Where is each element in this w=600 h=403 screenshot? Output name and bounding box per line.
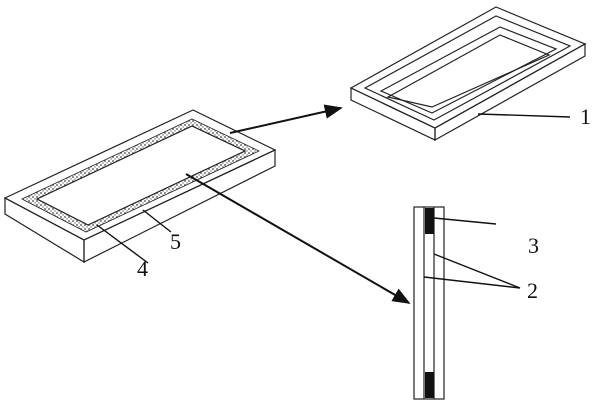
panel-right-side — [83, 149, 276, 263]
arrow-to-section — [185, 173, 411, 304]
cross-section — [413, 206, 445, 400]
frame-tray — [349, 6, 587, 142]
seal-block-top — [425, 208, 434, 234]
leader-1 — [477, 113, 571, 118]
seal-block-bottom — [425, 372, 434, 398]
leader-5 — [142, 209, 172, 233]
sealed-panel — [3, 109, 277, 264]
label-5: 5 — [170, 229, 181, 254]
frame-rim-inner — [379, 26, 558, 114]
panel-top-face — [3, 109, 277, 241]
seal-band — [21, 118, 260, 233]
label-3: 3 — [528, 233, 539, 258]
panel-inner-field — [35, 125, 247, 226]
label-1: 1 — [580, 104, 591, 129]
leader-2b — [423, 276, 521, 289]
frame-pocket — [386, 34, 551, 108]
arrow-to-frame — [229, 104, 343, 134]
label-4: 4 — [137, 256, 148, 281]
leader-4 — [96, 224, 149, 264]
frame-right-side — [434, 42, 586, 142]
label-2: 2 — [527, 278, 538, 303]
frame-rim-outer — [363, 15, 572, 121]
section-outline — [413, 206, 445, 400]
leader-2a — [433, 253, 521, 289]
leader-3 — [433, 217, 497, 225]
